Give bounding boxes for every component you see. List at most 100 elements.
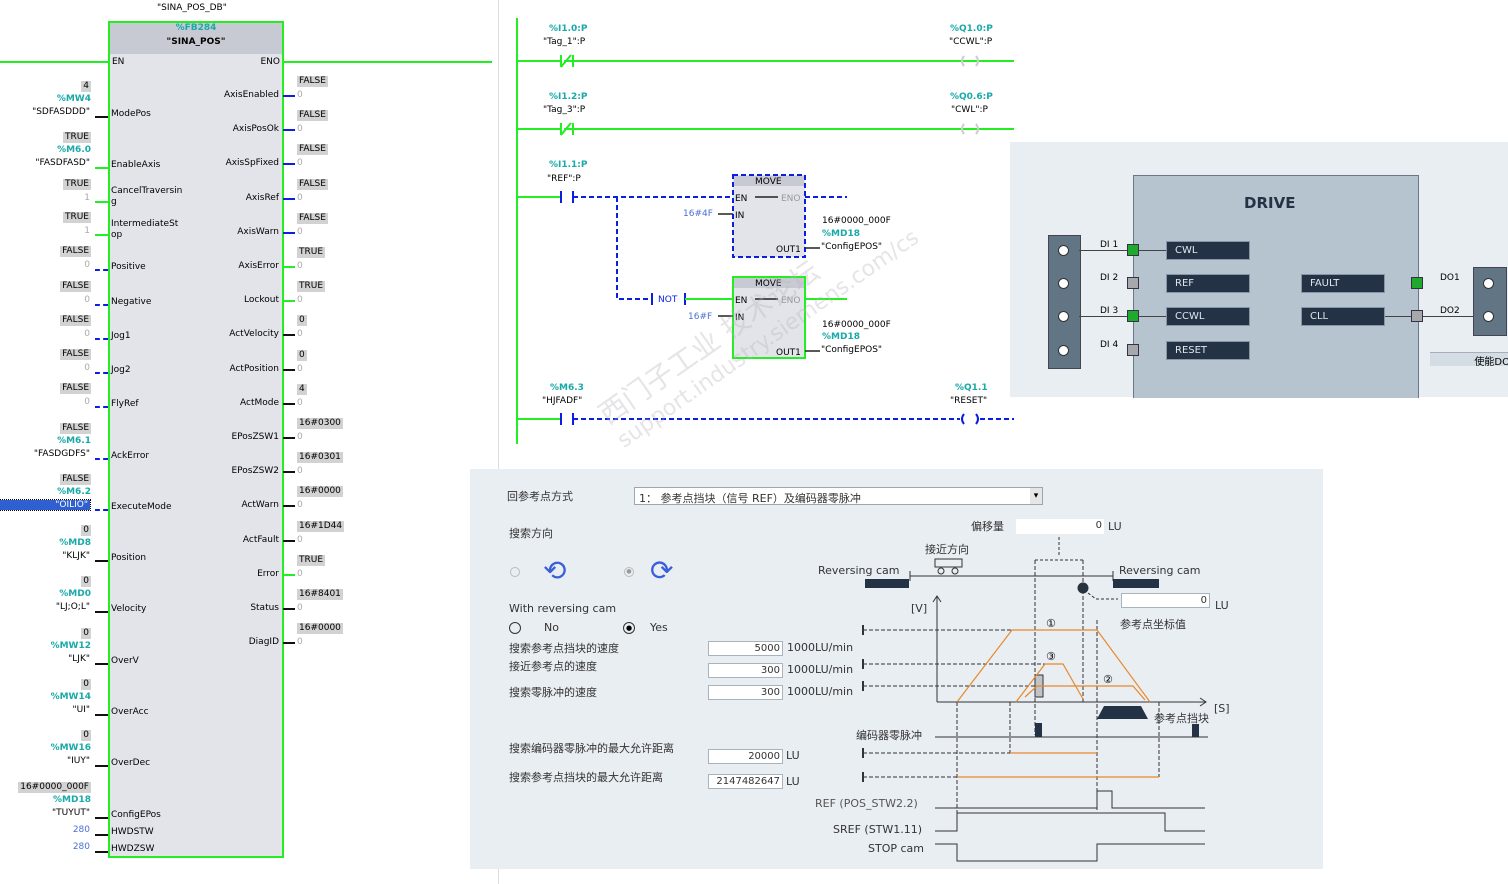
ladder	[516, 18, 1014, 444]
input-tag[interactable]: 280	[72, 825, 90, 835]
rung1-nc-contact[interactable]	[560, 54, 574, 68]
output-pin-label: Lockout	[244, 295, 279, 305]
input-tag[interactable]: 0	[84, 260, 90, 270]
output-tag[interactable]: 0	[297, 227, 303, 237]
output-tag[interactable]: 0	[297, 432, 303, 442]
offset-input[interactable]: 0	[1016, 519, 1104, 534]
input-value: TRUE	[62, 132, 91, 143]
output-tag[interactable]: 0	[297, 329, 303, 339]
output-wire	[283, 642, 295, 644]
output-pin-label: ActWarn	[241, 500, 279, 510]
max-zero-pulse-input[interactable]: 20000	[708, 749, 783, 764]
input-wire	[95, 406, 108, 408]
input-value: TRUE	[62, 212, 91, 223]
input-tag[interactable]: "LJ;O;L"	[55, 602, 90, 612]
output-tag[interactable]: 0	[297, 569, 303, 579]
output-pin-label: AxisEnabled	[223, 90, 279, 100]
left-power-wire	[0, 61, 108, 63]
sina-pos-block[interactable]: %FB284 "SINA_POS" EN ENO	[108, 21, 284, 858]
pin-en: EN	[112, 57, 125, 67]
output-tag[interactable]: 0	[297, 124, 303, 134]
rung4-coil-tag: "RESET"	[950, 396, 987, 406]
input-value: 0	[81, 730, 91, 741]
output-wire	[283, 198, 295, 200]
speed-input[interactable]: 5000	[708, 641, 783, 656]
reversing-cam-left-block	[865, 579, 909, 588]
do-label: DO1	[1440, 273, 1460, 283]
input-tag[interactable]: "IUY"	[66, 756, 90, 766]
output-tag[interactable]: 0	[297, 637, 303, 647]
enable-do-button[interactable]: 使能DO	[1430, 352, 1508, 368]
output-tag[interactable]: 0	[297, 261, 303, 271]
output-tag[interactable]: 0	[297, 295, 303, 305]
rung4-coil-addr: %Q1.1	[955, 383, 988, 393]
output-pin-label: ActVelocity	[229, 329, 279, 339]
output-tag[interactable]: 0	[297, 90, 303, 100]
output-tag[interactable]: 0	[297, 535, 303, 545]
speed-input[interactable]: 300	[708, 685, 783, 700]
rung3-contact-addr: %I1.1:P	[549, 160, 588, 170]
input-tag[interactable]: 0	[84, 363, 90, 373]
input-terminal-block	[1048, 235, 1081, 369]
output-wire	[283, 369, 295, 371]
speed-input[interactable]: 300	[708, 663, 783, 678]
max-cam-input[interactable]: 2147482647	[708, 774, 783, 789]
input-tag[interactable]: "SDFASDDD"	[32, 107, 90, 117]
reversing-cam-no-radio[interactable]	[509, 622, 521, 634]
guide-dashed	[863, 560, 1160, 830]
input-tag[interactable]: "UI"	[72, 705, 90, 715]
output-tag[interactable]: 0	[297, 500, 303, 510]
input-tag[interactable]: "KLJK"	[62, 551, 90, 561]
input-tag[interactable]: 0	[84, 329, 90, 339]
rotate-cw-icon: ⟳	[650, 554, 674, 587]
move1-box[interactable]	[732, 174, 806, 258]
output-tag[interactable]: 0	[297, 466, 303, 476]
output-value: TRUE	[297, 555, 326, 566]
output-tag[interactable]: 0	[297, 193, 303, 203]
move2-eno: ENO	[781, 296, 801, 306]
input-value: FALSE	[60, 423, 91, 434]
approach-dir-label: 接近方向	[925, 542, 969, 556]
direction-negative-radio[interactable]	[510, 567, 520, 577]
reversing-cam-yes-radio[interactable]: ●	[623, 622, 635, 634]
move2-box[interactable]	[732, 276, 806, 359]
rung2-nc-contact[interactable]	[560, 122, 574, 136]
input-tag[interactable]: 0	[84, 295, 90, 305]
output-value: 16#8401	[297, 589, 343, 600]
input-tag[interactable]: "FASDFASD"	[35, 158, 90, 168]
output-tag[interactable]: 0	[297, 364, 303, 374]
ref-coord-input[interactable]: 0	[1121, 593, 1210, 608]
output-wire	[283, 95, 295, 97]
move2-out-addr: %MD18	[822, 332, 860, 342]
di-function-cwl: CWL	[1166, 241, 1250, 260]
screw-icon	[1058, 345, 1069, 356]
input-tag[interactable]: 280	[72, 842, 90, 852]
output-tag[interactable]: 0	[297, 158, 303, 168]
block-header: %FB284 "SINA_POS"	[110, 23, 282, 54]
homing-mode-dropdown[interactable]: 1： 参考点挡块（信号 REF）及编码器零脉冲 ▾	[634, 487, 1043, 505]
input-tag[interactable]: 1	[84, 226, 90, 236]
input-tag[interactable]: "FASDGDFS"	[33, 449, 90, 459]
input-pin-label: CancelTraversin g	[111, 186, 183, 207]
rung4-coil[interactable]	[961, 413, 979, 425]
rung2-coil[interactable]	[961, 123, 979, 135]
chevron-down-icon[interactable]: ▾	[1030, 488, 1042, 504]
output-value: FALSE	[297, 110, 328, 121]
input-value: FALSE	[60, 281, 91, 292]
input-tag[interactable]: 0	[84, 397, 90, 407]
search-direction-label: 搜索方向	[509, 527, 553, 540]
input-value: FALSE	[60, 246, 91, 257]
input-tag[interactable]: "LJK"	[68, 654, 90, 664]
input-tag[interactable]: "OILIO"	[0, 499, 91, 511]
output-pin-label: AxisWarn	[237, 227, 279, 237]
input-tag[interactable]: 1	[84, 193, 90, 203]
output-tag[interactable]: 0	[297, 398, 303, 408]
output-tag[interactable]: 0	[297, 603, 303, 613]
direction-positive-radio[interactable]: ●	[624, 567, 634, 577]
rung1-coil[interactable]	[961, 55, 979, 67]
output-value: 16#0000	[297, 623, 343, 634]
di-function-reset: RESET	[1166, 341, 1250, 360]
di-label: DI 4	[1100, 340, 1119, 350]
input-tag[interactable]: "TUYUT"	[52, 808, 90, 818]
instance-db-label: "SINA_POS_DB"	[157, 3, 227, 13]
